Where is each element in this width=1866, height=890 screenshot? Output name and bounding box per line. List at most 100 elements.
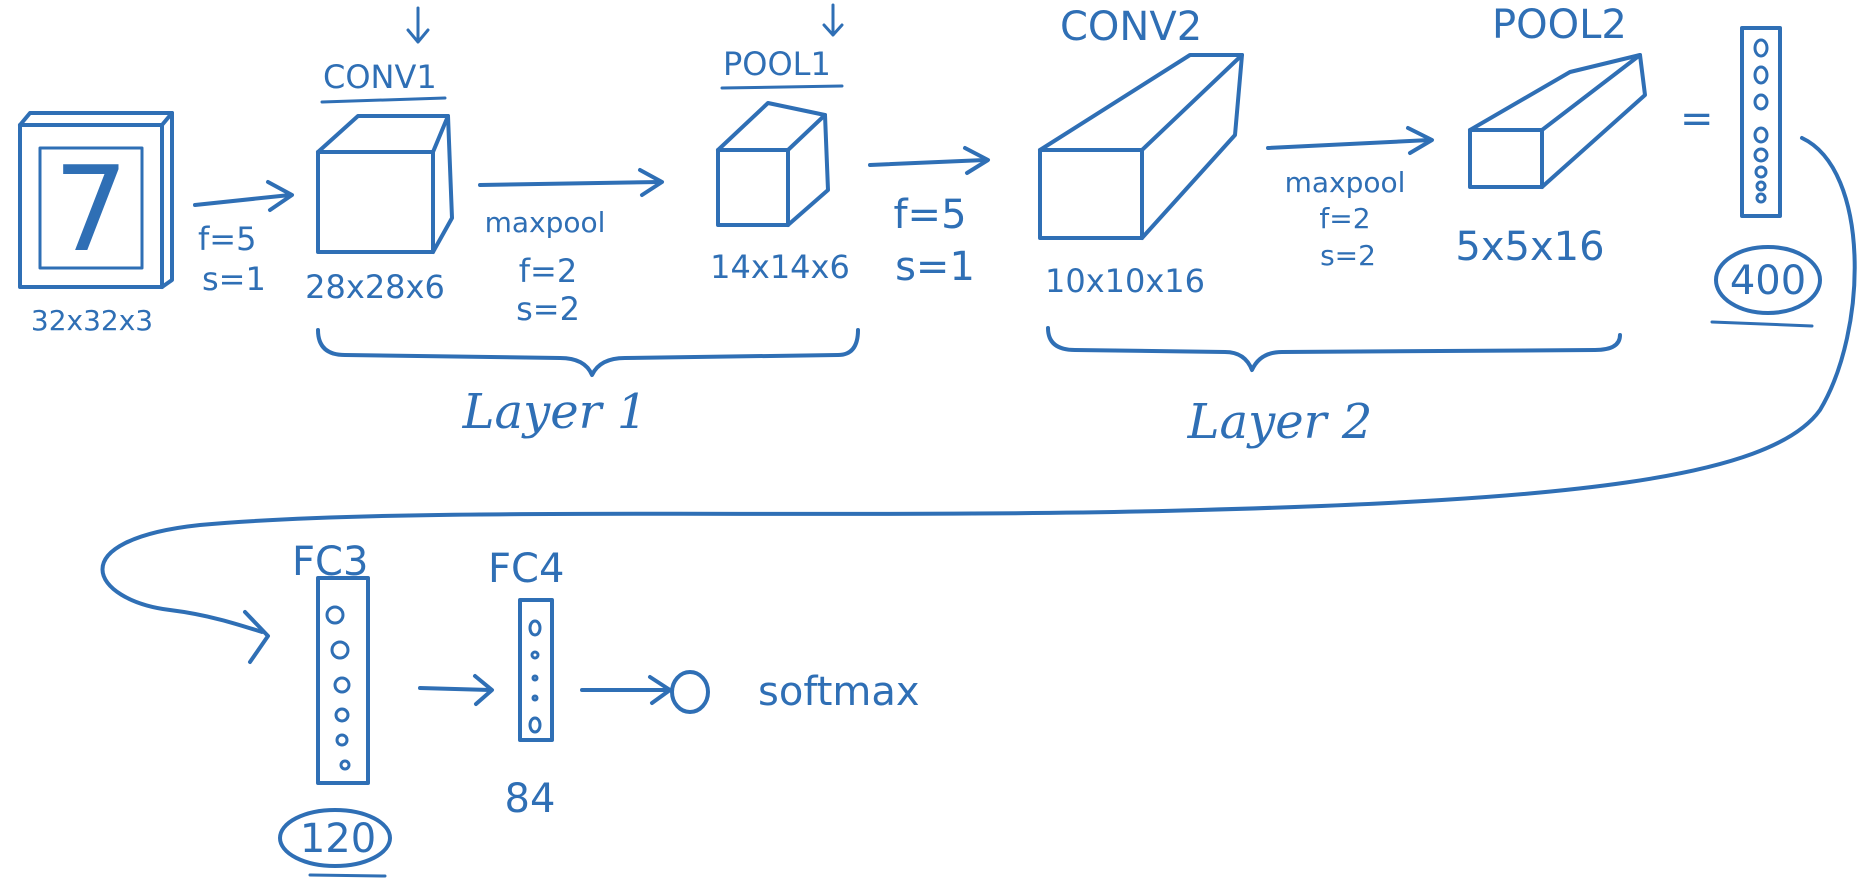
- flatten-unit: [1755, 192, 1767, 204]
- fc4-unit: [528, 716, 542, 734]
- pool2-label: POOL2: [1492, 2, 1627, 48]
- fc4-unit: [531, 694, 539, 702]
- conv1-filter-size: f=5: [198, 220, 256, 258]
- arrow-conv2-pool2-head: [1406, 126, 1434, 155]
- flatten-units-circle: [1714, 245, 1822, 315]
- flatten-unit: [1753, 147, 1769, 163]
- arrow-fc4-output-head: [648, 675, 672, 705]
- arrow-pool1-conv2-head: [963, 146, 990, 175]
- flatten-vector-frame: [1740, 26, 1782, 218]
- flatten-unit: [1754, 165, 1768, 179]
- conv2-side-face: [1140, 53, 1244, 240]
- conv1-stride: s=1: [202, 260, 266, 298]
- input-digit-frame: [38, 146, 144, 270]
- fc4-unit: [531, 674, 539, 682]
- pool2-stride: s=2: [1320, 239, 1376, 272]
- flatten-unit: [1753, 38, 1769, 58]
- pool2-top-face: [1468, 53, 1642, 132]
- output-label: softmax: [758, 669, 920, 715]
- conv1-top-face: [316, 114, 450, 154]
- flatten-units: 400: [1730, 258, 1806, 304]
- conv1-label-underline: [320, 96, 447, 104]
- conv2-label: CONV2: [1060, 4, 1202, 50]
- connector-flatten-fc3-head: [243, 610, 270, 664]
- pool1-label-underline: [720, 84, 844, 90]
- arrow-fc3-fc4-head: [473, 674, 494, 706]
- arrow-fc3-fc4: [418, 686, 492, 692]
- conv1-side-face: [431, 114, 454, 254]
- arrow-conv2-pool2: [1266, 138, 1432, 150]
- pool1-stride: s=2: [516, 290, 580, 328]
- pool1-method: maxpool: [485, 206, 606, 239]
- layer1-label: Layer 1: [462, 384, 648, 440]
- pool1-marker-arrow: [822, 3, 844, 37]
- conv2-front-face: [1038, 148, 1144, 240]
- conv1-label: CONV1: [323, 58, 437, 96]
- conv2-stride: s=1: [895, 244, 975, 290]
- arrow-pool1-conv2: [868, 158, 987, 167]
- pool1-front-face: [716, 148, 790, 227]
- fc3-unit: [330, 640, 350, 660]
- fc3-units-underline: [308, 873, 387, 878]
- fc4-unit: [530, 650, 540, 660]
- input-top-face: [18, 111, 174, 127]
- input-front-face: [18, 123, 164, 289]
- fc3-unit: [334, 707, 350, 723]
- arrow-conv1-pool1-head: [638, 168, 664, 197]
- fc4-units: 84: [505, 776, 556, 822]
- pool1-filter-size: f=2: [519, 252, 577, 290]
- conv1-volume: [316, 114, 454, 254]
- fc4-vector-frame: [518, 598, 554, 742]
- flatten-unit: [1753, 126, 1769, 144]
- pool1-label: POOL1: [723, 45, 831, 83]
- conv2-filter-size: f=5: [893, 192, 966, 238]
- fc3-unit: [325, 605, 345, 625]
- pool2-front-face: [1468, 128, 1544, 189]
- pool2-filter-size: f=2: [1319, 202, 1370, 235]
- fc3-units-circle: [278, 808, 392, 868]
- connector-flatten-fc3: [100, 136, 1857, 634]
- pool2-method: maxpool: [1285, 166, 1406, 199]
- pool1-side-face: [786, 113, 830, 227]
- fc3-unit: [335, 733, 349, 747]
- flatten-unit: [1753, 93, 1769, 111]
- input-side-face: [160, 111, 174, 289]
- flatten-equals: =: [1680, 96, 1714, 142]
- output-unit: [670, 670, 710, 714]
- arrow-conv1-pool1: [478, 180, 662, 187]
- input-dims: 32x32x3: [31, 304, 153, 337]
- flatten-unit: [1753, 65, 1769, 85]
- fc3-units: 120: [300, 816, 376, 862]
- fc4-unit: [528, 619, 542, 637]
- flatten-vector: [1740, 26, 1782, 218]
- pool2-volume: [1468, 53, 1647, 189]
- layer1-brace: [316, 328, 860, 377]
- input-volume: 7: [18, 111, 174, 289]
- fc3-vector: [316, 576, 370, 785]
- conv2-volume: [1038, 53, 1244, 240]
- pool1-top-face: [716, 101, 827, 152]
- fc4-vector: [518, 598, 554, 742]
- fc3-unit: [333, 676, 351, 694]
- input-digit: 7: [53, 140, 128, 278]
- fc4-label: FC4: [488, 546, 564, 592]
- arrow-input-conv1-head: [266, 180, 294, 212]
- pool1-dims: 14x14x6: [710, 248, 850, 286]
- flatten-units-underline: [1710, 320, 1814, 328]
- conv1-marker-arrow: [406, 6, 430, 44]
- layer2-brace: [1046, 326, 1622, 372]
- fc3-vector-frame: [316, 576, 370, 785]
- layer2-label: Layer 2: [1187, 394, 1373, 450]
- pool1-volume: [716, 101, 830, 227]
- conv2-top-face: [1038, 53, 1244, 152]
- conv1-front-face: [316, 150, 435, 254]
- fc3-unit: [339, 759, 351, 771]
- conv2-dims: 10x10x16: [1045, 262, 1205, 300]
- conv1-dims: 28x28x6: [305, 268, 445, 306]
- pool2-dims: 5x5x16: [1455, 224, 1604, 270]
- pool2-side-face: [1540, 53, 1647, 189]
- arrow-input-conv1: [193, 193, 292, 207]
- flatten-unit: [1755, 180, 1767, 192]
